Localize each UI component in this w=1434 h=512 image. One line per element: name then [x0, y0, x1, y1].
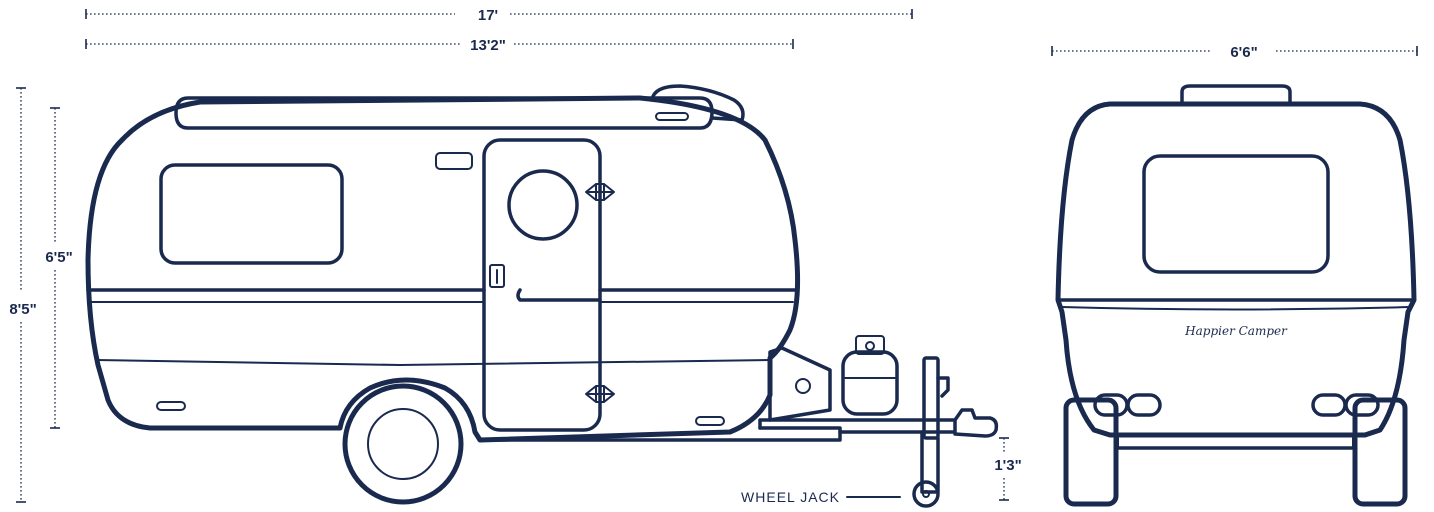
door-handle-strip — [516, 288, 602, 302]
door-handle — [489, 264, 505, 288]
wheel-jack — [912, 356, 950, 508]
roof-cargo-pod — [650, 84, 745, 122]
hitch-height-label: 1'3" — [994, 457, 1021, 474]
body-length-dimension: 13'2" — [85, 37, 794, 54]
body-height-label: 6'5" — [45, 249, 72, 266]
width-dimension: 6'6" — [1051, 44, 1418, 61]
cargo-pod-light — [655, 112, 689, 121]
door-hinge-top — [585, 183, 615, 201]
tail-light-right-outer — [1344, 393, 1380, 417]
rear-wheel-right — [1352, 397, 1408, 507]
rear-belt-line-lower — [1061, 306, 1411, 311]
door-porthole-window — [507, 169, 579, 241]
propane-tank-collar — [855, 335, 885, 355]
propane-valve — [865, 341, 875, 351]
rear-roof-pod — [1180, 84, 1292, 106]
wheel-jack-label: WHEEL JACK — [741, 489, 840, 505]
total-length-dimension: 17' — [85, 7, 913, 24]
body-height-dimension: 6'5" — [45, 107, 73, 429]
entry-door — [482, 138, 602, 432]
tail-light-right-inner — [1311, 393, 1347, 417]
body-shell — [85, 95, 801, 443]
side-vent — [435, 152, 473, 170]
side-window — [159, 163, 344, 265]
rear-bumper — [97, 364, 107, 393]
rear-body-shell — [1055, 101, 1417, 438]
total-height-dimension: 8'5" — [9, 87, 37, 503]
tongue-box — [768, 346, 832, 422]
front-marker-light — [695, 416, 725, 426]
rear-marker-light — [156, 401, 186, 411]
door-hinge-bottom — [585, 385, 615, 403]
wheel-tire — [342, 383, 464, 505]
body-length-label: 13'2" — [470, 37, 506, 54]
total-height-label: 8'5" — [9, 301, 36, 318]
total-length-label: 17' — [478, 7, 498, 24]
jack-wheel — [912, 480, 940, 508]
rear-window — [1142, 154, 1330, 274]
hitch-coupler — [953, 408, 999, 438]
lower-skirt-line — [95, 359, 771, 366]
rear-wheel-left — [1063, 397, 1119, 507]
propane-tank — [841, 350, 899, 416]
hitch-height-dimension: 1'3" — [994, 437, 1022, 501]
trailer-frame — [478, 426, 842, 442]
tongue-bolt — [795, 378, 811, 394]
camper-side-view: WHEEL JACK — [85, 84, 999, 508]
width-label: 6'6" — [1230, 44, 1257, 61]
wheel-rim — [367, 408, 439, 480]
tail-light-left-inner — [1126, 393, 1162, 417]
brand-logo-text: Happier Camper — [1184, 324, 1288, 338]
camper-rear-view: Happier Camper — [1055, 84, 1417, 507]
